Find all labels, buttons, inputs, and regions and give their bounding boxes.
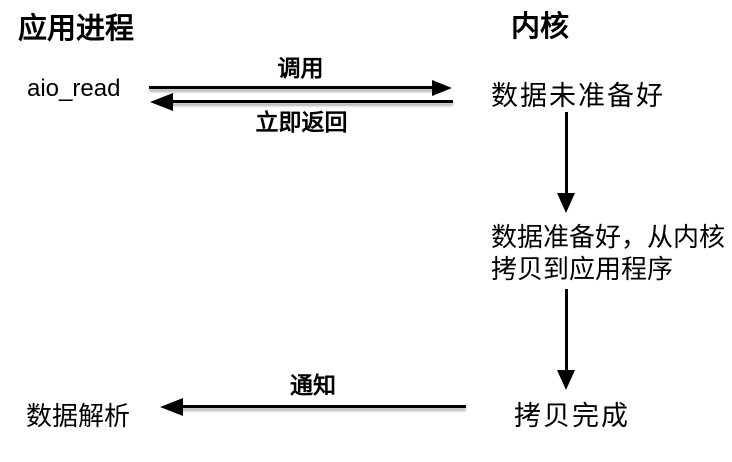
arrowhead-down-icon [557,370,575,390]
copy-done-node: 拷贝完成 [514,401,630,431]
arrowhead-down-icon [557,193,575,213]
wait-arrow-line [565,112,568,197]
data-ready-line1: 数据准备好，从内核 [491,222,726,252]
notify-arrow [160,398,466,416]
data-ready-line2: 拷贝到应用程序 [491,254,674,284]
return-arrow-label: 立即返回 [255,109,348,135]
notify-arrow-label: 通知 [290,372,336,398]
call-arrow-label: 调用 [277,55,324,81]
copy-arrow-line [565,289,568,374]
call-arrow [149,80,452,96]
copy-arrow [555,289,577,390]
return-arrow [150,93,453,111]
data-not-ready-node: 数据未准备好 [491,81,665,111]
wait-arrow [555,112,577,213]
arrowhead-left-icon [150,93,173,111]
aio-read-node: aio_read [27,75,121,102]
notify-arrow-line [176,405,466,408]
data-ready-node: 数据准备好，从内核 拷贝到应用程序 [491,221,725,285]
data-parse-node: 数据解析 [26,401,131,431]
arrowhead-left-icon [160,398,183,416]
kernel-title: 内核 [511,11,570,43]
app-process-title: 应用进程 [18,13,135,45]
return-arrow-line [166,100,453,103]
arrowhead-right-icon [432,80,452,96]
call-arrow-line [149,86,436,89]
